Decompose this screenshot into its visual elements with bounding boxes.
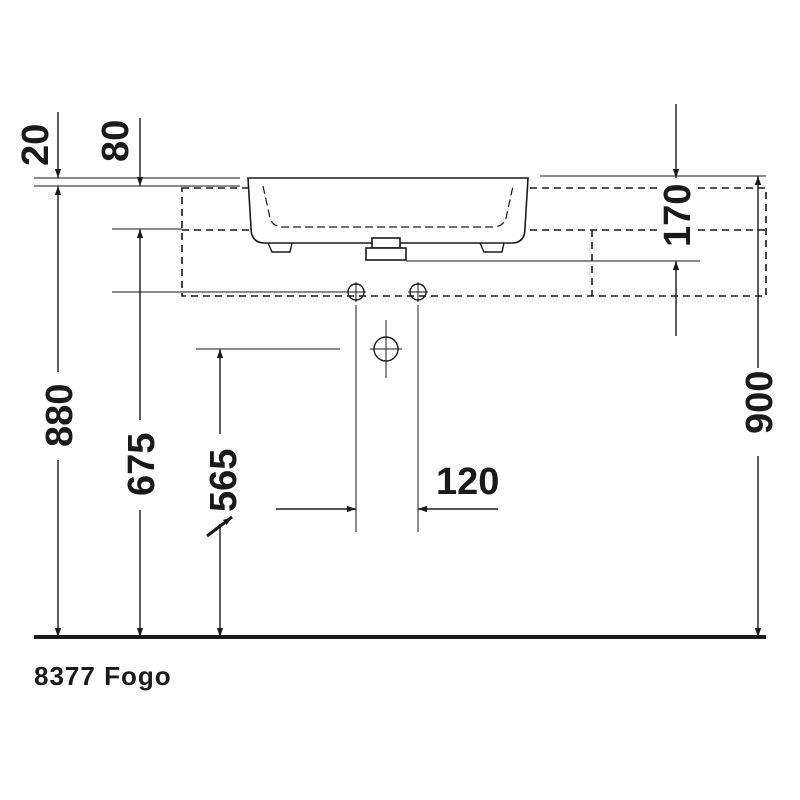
dimension-880: 880 (39, 186, 81, 637)
dimension-20-label: 20 (15, 124, 57, 166)
dimension-565: 565 (202, 349, 245, 637)
dimension-880-label: 880 (39, 384, 81, 447)
dimension-120-label: 120 (436, 461, 499, 503)
dimension-170: 170 (657, 104, 699, 336)
dimension-675-label: 675 (121, 433, 163, 496)
dimension-900-label: 900 (739, 371, 781, 434)
model-caption: 8377 Fogo (34, 661, 172, 691)
dimension-80: 80 (95, 118, 144, 186)
drain-connection (370, 320, 402, 378)
dimension-900: 900 (739, 176, 781, 637)
dimension-120: 120 (276, 461, 499, 513)
basin (247, 177, 529, 261)
dimension-565-label: 565 (203, 449, 245, 512)
diagonal-arrow-icon (206, 515, 233, 538)
supply-connections (346, 282, 428, 532)
dimension-80-label: 80 (95, 120, 137, 162)
dimension-170-label: 170 (657, 184, 699, 247)
dimension-20: 20 (15, 112, 62, 178)
dimension-675: 675 (121, 229, 163, 637)
